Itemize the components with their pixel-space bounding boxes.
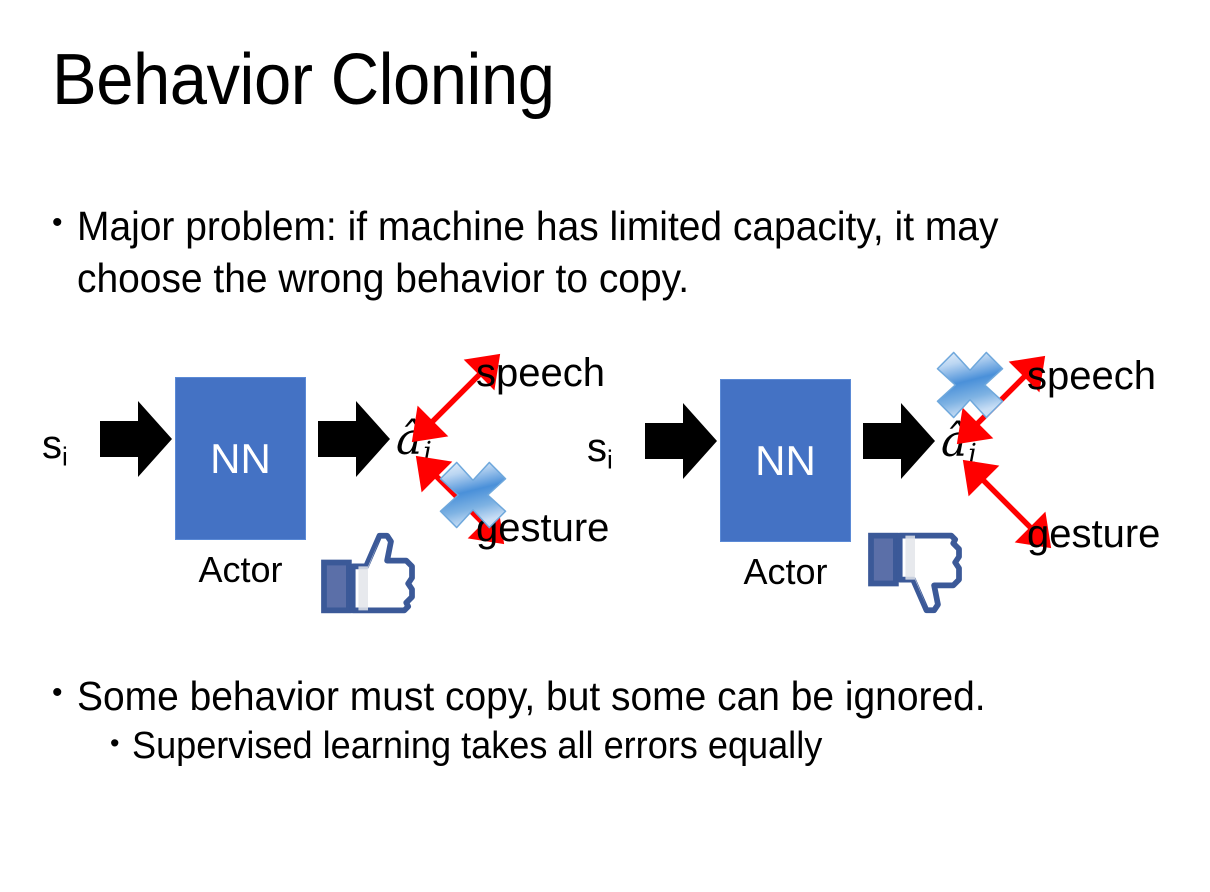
bullet-marker-icon: •	[52, 206, 63, 239]
neural-network-label: NN	[755, 436, 816, 484]
input-state-subscript: i	[62, 441, 68, 472]
block-arrow-right-icon	[318, 398, 390, 480]
bullet-list-top: • Major problem: if machine has limited …	[52, 200, 1162, 305]
branch-label-speech: speech	[476, 351, 605, 395]
block-arrow-right-icon	[100, 398, 172, 480]
neural-network-box: NN	[175, 377, 306, 540]
thumbs-up-icon	[320, 530, 416, 618]
neural-network-box: NN	[720, 379, 851, 542]
output-action-subscript: i	[423, 437, 432, 469]
branch-label-speech: speech	[1027, 354, 1156, 398]
bullet-text: Supervised learning takes all errors equ…	[132, 725, 823, 768]
branch-label-gesture: gesture	[1027, 512, 1161, 556]
block-arrow-right-icon	[863, 400, 935, 482]
cross-out-x-icon	[933, 348, 1007, 422]
bullet-text: Major problem: if machine has limited ca…	[76, 203, 998, 302]
page-title: Behavior Cloning	[52, 40, 555, 120]
neural-network-label: NN	[210, 434, 271, 482]
double-headed-red-arrow-icon	[408, 350, 504, 446]
input-state-label: si	[42, 425, 68, 469]
network-caption: Actor	[743, 551, 828, 592]
block-arrow-right-icon	[645, 400, 717, 482]
double-headed-red-arrow-icon	[959, 456, 1055, 552]
input-state-label: si	[587, 428, 613, 472]
thumbs-down-icon	[867, 528, 963, 616]
input-state-subscript: i	[607, 444, 613, 475]
output-action-subscript: i	[968, 439, 977, 471]
bullet-marker-icon: •	[110, 728, 120, 759]
bullet-text: Some behavior must copy, but some can be…	[76, 673, 986, 719]
network-caption: Actor	[198, 549, 283, 590]
bullet-marker-icon: •	[52, 676, 63, 709]
bullet-item-major-problem: • Major problem: if machine has limited …	[52, 200, 1162, 305]
input-state-symbol: s	[42, 423, 62, 467]
bullet-item-some-behavior: • Some behavior must copy, but some can …	[52, 670, 1192, 722]
cross-out-x-icon	[436, 458, 510, 532]
input-state-symbol: s	[587, 426, 607, 470]
bullet-item-supervised-learning: • Supervised learning takes all errors e…	[110, 722, 1192, 771]
diagram-good-case: si NN Actor âi speech	[30, 340, 609, 630]
bullet-list-bottom: • Some behavior must copy, but some can …	[52, 670, 1192, 771]
diagram-bad-case: si NN Actor âi speech	[575, 340, 1160, 630]
